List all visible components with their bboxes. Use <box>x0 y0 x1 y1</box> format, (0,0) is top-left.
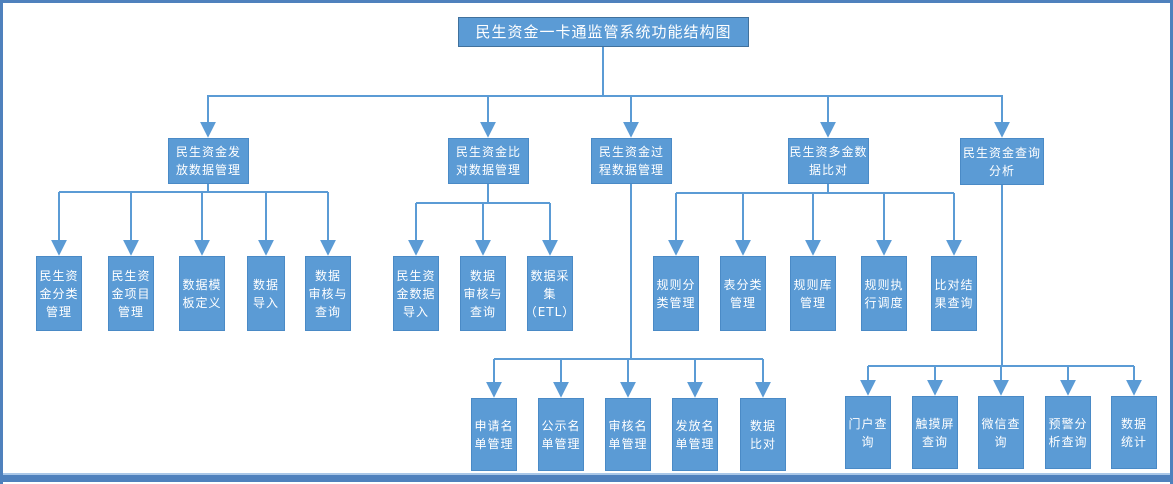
bottom-border-bar <box>3 473 1170 482</box>
leaf-wechat-query: 微信查 询 <box>978 396 1024 469</box>
leaf-portal-query: 门户查 询 <box>845 396 891 469</box>
leaf-data-template-define: 数据模 板定义 <box>179 256 225 331</box>
leaf-data-audit-query: 数据 审核与 查询 <box>305 256 351 331</box>
leaf-data-import: 数据 导入 <box>247 256 285 331</box>
leaf-fund-project-mgmt: 民生资 金项目 管理 <box>108 256 154 331</box>
leaf-data-statistics: 数据 统计 <box>1111 396 1157 469</box>
leaf-rule-category-mgmt: 规则分 类管理 <box>653 256 699 331</box>
branch-fund-comparison-data: 民生资金比 对数据管理 <box>448 138 529 184</box>
leaf-apply-list-mgmt: 申请名 单管理 <box>471 398 517 471</box>
leaf-touchscreen-query: 触摸屏 查询 <box>912 396 958 469</box>
leaf-table-category-mgmt: 表分类 管理 <box>720 256 766 331</box>
leaf-warning-analysis-query: 预警分 析查询 <box>1045 396 1091 469</box>
leaf-fund-data-import: 民生资 金数据 导入 <box>393 256 439 331</box>
leaf-rule-exec-schedule: 规则执 行调度 <box>861 256 907 331</box>
branch-fund-distribution-data: 民生资金发 放数据管理 <box>168 138 249 184</box>
leaf-publicity-list-mgmt: 公示名 单管理 <box>538 398 584 471</box>
leaf-fund-category-mgmt: 民生资 金分类 管理 <box>36 256 82 331</box>
branch-fund-process-data: 民生资金过 程数据管理 <box>591 138 672 184</box>
leaf-issue-list-mgmt: 发放名 单管理 <box>672 398 718 471</box>
leaf-audit-list-mgmt: 审核名 单管理 <box>605 398 651 471</box>
leaf-rule-library-mgmt: 规则库 管理 <box>790 256 836 331</box>
leaf-data-comparison: 数据 比对 <box>740 398 786 471</box>
branch-multi-data-comparison: 民生资多金数 据比对 <box>788 138 869 184</box>
branch-fund-query-analysis: 民生资金查询 分析 <box>960 138 1044 185</box>
leaf-data-etl: 数据采 集 （ETL） <box>525 256 574 331</box>
leaf-data-audit-query-2: 数据 审核与 查询 <box>460 256 506 331</box>
leaf-comparison-result-query: 比对结 果查询 <box>931 256 977 331</box>
root-node: 民生资金一卡通监管系统功能结构图 <box>458 17 749 47</box>
